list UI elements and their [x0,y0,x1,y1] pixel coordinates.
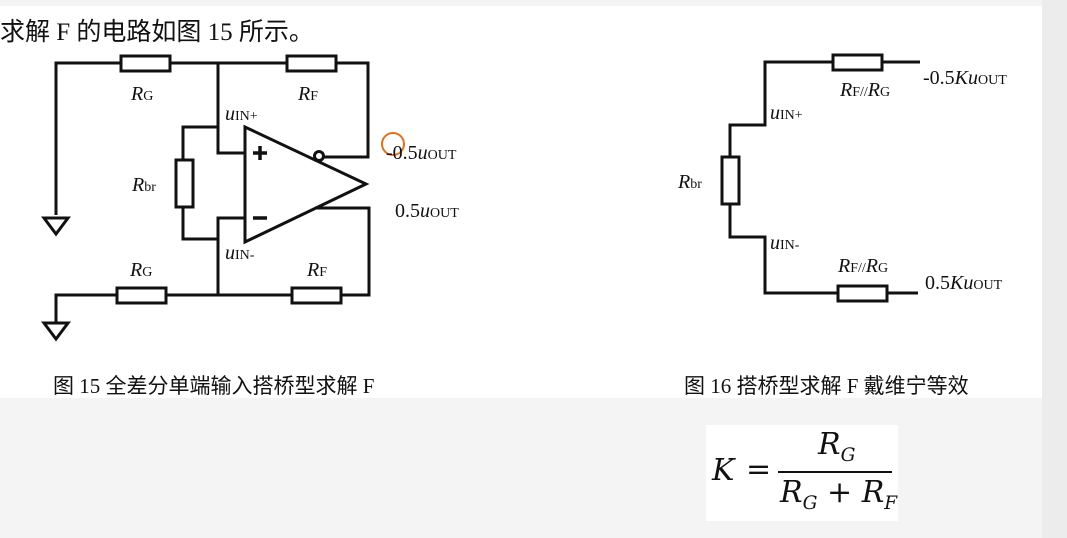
resistor-rg-top [119,54,172,73]
label-rg-bottom: RG [129,259,152,281]
bottom-wire [54,206,371,322]
formula-numerator: RG [818,427,856,466]
formula-lhs: K [712,453,735,488]
resistor-bottom [836,284,889,303]
formula-equals: = [746,452,772,487]
resistor-rf-top [285,54,338,73]
label-rf-bottom: RF [306,259,327,281]
label-out-pos: 0.5KuOUT [925,272,1003,294]
label-rbr: Rbr [677,171,702,193]
figure-15-circuit [41,54,405,342]
ground-icon [41,321,71,342]
k-formula: K = RG RG + RF [706,425,898,521]
label-r-bottom: RF//RG [837,255,888,277]
label-uin-plus: uIN+ [225,103,258,125]
figure-16-circuit [720,53,920,303]
fraction-bar [778,471,892,473]
label-rbr: Rbr [131,174,156,196]
label-uin-plus: uIN+ [770,102,803,124]
resistor-rbr [720,155,741,206]
label-uin-minus: uIN- [225,242,255,264]
label-out-neg: -0.5uOUT [386,142,457,164]
cursor-highlight-icon [381,132,405,156]
label-rf-top: RF [297,83,318,105]
uin-minus-wire [216,216,245,295]
formula-denominator: RG + RF [780,475,898,514]
thevenin-wire [728,60,920,295]
label-out-pos: 0.5uOUT [395,200,459,222]
resistor-rg-bottom [115,286,168,305]
ground-icon [41,216,71,237]
resistor-rbr [174,158,195,209]
resistor-rf-bottom [290,286,343,305]
label-out-neg: -0.5KuOUT [923,67,1007,89]
opamp-symbol [243,124,370,245]
scroll-band [1042,0,1067,538]
label-r-top: RF//RG [839,79,890,101]
top-wire [54,61,370,215]
figure-16-caption: 图 16 搭桥型求解 F 戴维宁等效 [684,374,969,398]
resistor-top [831,53,884,72]
figure-15-caption: 图 15 全差分单端输入搭桥型求解 F [53,374,375,398]
label-uin-minus: uIN- [770,232,800,254]
uin-plus-wire [216,63,245,155]
intro-text: 求解 F 的电路如图 15 所示。 [0,19,314,46]
plus-minus-signs [253,146,267,220]
label-rg-top: RG [130,83,153,105]
inverting-output-bubble [313,150,325,162]
